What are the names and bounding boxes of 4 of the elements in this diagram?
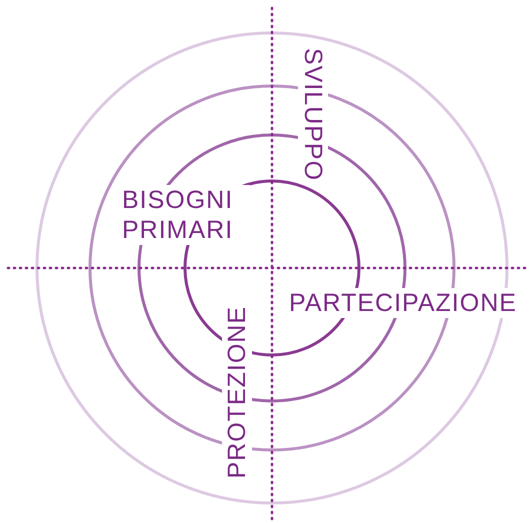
quadrant-label: BISOGNI PRIMARI	[122, 185, 250, 245]
quadrant-label: SVILUPPO	[298, 48, 328, 182]
quadrant-label: PROTEZIONE	[222, 306, 252, 479]
quadrant-label: PARTECIPAZIONE	[289, 288, 517, 318]
